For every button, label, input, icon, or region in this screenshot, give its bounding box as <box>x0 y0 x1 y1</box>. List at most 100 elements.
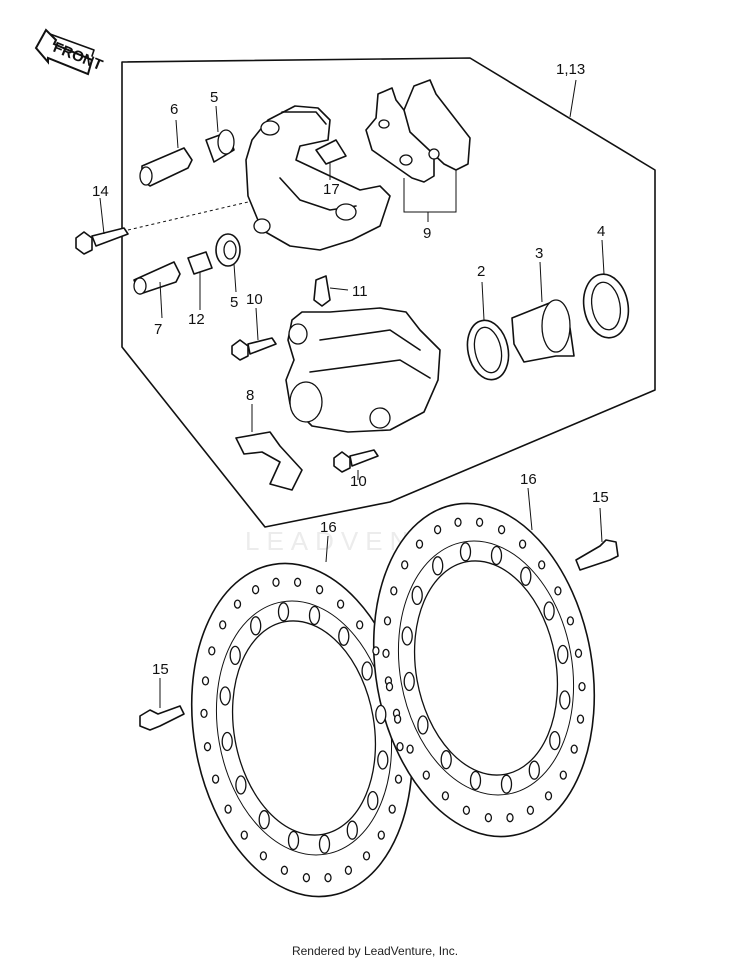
disc-vent-hole <box>211 774 220 784</box>
disc-vent-hole <box>417 715 429 735</box>
piston <box>511 261 575 363</box>
callout-16-left: 16 <box>320 519 337 536</box>
callout-17: 17 <box>323 181 340 198</box>
disc-vent-hole <box>497 525 506 535</box>
disc-vent-hole <box>277 602 290 622</box>
disc-vent-hole <box>422 770 430 780</box>
dust-seal <box>582 239 630 339</box>
callout-10-upper: 10 <box>246 291 263 308</box>
disc-bolt-15-right <box>575 507 619 571</box>
disc-vent-hole <box>346 820 358 840</box>
bolt-10-lower <box>333 449 379 480</box>
disc-vent-hole <box>559 770 567 780</box>
disc-vent-hole <box>544 791 553 801</box>
leader-1-13 <box>569 79 577 118</box>
disc-vent-hole <box>377 830 385 840</box>
disc-vent-hole <box>462 805 471 815</box>
disc-left-inner-holes <box>219 602 389 854</box>
brake-pads <box>365 79 471 222</box>
callout-10-lower: 10 <box>350 473 367 490</box>
disc-vent-hole <box>388 804 396 814</box>
disc-vent-hole <box>469 770 482 791</box>
callout-12: 12 <box>188 311 205 328</box>
callout-5-lower: 5 <box>230 294 238 311</box>
disc-vent-hole <box>520 566 532 586</box>
sleeve-12 <box>187 251 213 310</box>
disc-vent-hole <box>549 730 561 751</box>
disc-vent-hole <box>318 834 331 854</box>
callout-4: 4 <box>597 223 605 240</box>
footer-credit: Rendered by LeadVenture, Inc. <box>291 944 459 958</box>
disc-vent-hole <box>557 644 569 665</box>
boot-lower <box>215 233 241 293</box>
disc-vent-hole <box>224 804 232 814</box>
disc-vent-hole <box>396 741 404 752</box>
disc-vent-hole <box>528 760 540 780</box>
bolt-14 <box>75 197 249 255</box>
disc-vent-hole <box>554 586 562 596</box>
disc-vent-hole <box>272 577 280 587</box>
callout-9: 9 <box>423 225 431 242</box>
callout-3: 3 <box>535 245 543 262</box>
disc-vent-hole <box>454 517 462 527</box>
disc-vent-hole <box>538 560 546 570</box>
slide-pin-upper <box>139 119 193 187</box>
disc-vent-hole <box>518 539 527 549</box>
disc-vent-hole <box>440 750 452 770</box>
callout-5-upper: 5 <box>210 89 218 106</box>
disc-vent-hole <box>235 775 247 795</box>
disc-vent-hole <box>362 851 371 861</box>
pad-spring-8 <box>235 404 303 491</box>
disc-right-inner-holes <box>401 542 571 794</box>
disc-vent-hole <box>287 830 300 851</box>
disc-vent-hole <box>361 661 373 681</box>
disc-vent-hole <box>251 585 260 595</box>
disc-vent-hole <box>382 648 390 659</box>
disc-vent-hole <box>315 585 324 595</box>
disc-vent-hole <box>219 686 231 706</box>
callout-1-13: 1,13 <box>556 61 585 78</box>
disc-vent-hole <box>375 704 387 725</box>
disc-vent-hole <box>367 790 379 811</box>
disc-vent-hole <box>208 646 216 656</box>
disc-left-outer-holes <box>200 577 404 883</box>
pad-spring-17 <box>315 139 347 180</box>
disc-vent-hole <box>484 813 493 823</box>
disc-vent-hole <box>566 616 575 626</box>
piston-seal <box>466 281 510 381</box>
disc-vent-hole <box>403 671 415 692</box>
disc-vent-hole <box>383 616 392 626</box>
disc-vent-hole <box>308 605 321 626</box>
disc-vent-hole <box>432 556 444 576</box>
disc-vent-hole <box>500 774 513 794</box>
disc-vent-hole <box>240 830 248 840</box>
front-arrow-icon: FRONT <box>34 28 105 76</box>
disc-vent-hole <box>570 744 578 754</box>
disc-vent-hole <box>336 599 345 609</box>
disc-vent-hole <box>475 517 484 527</box>
disc-vent-hole <box>543 601 555 621</box>
brake-disc-right <box>372 487 596 838</box>
bleed-valve <box>313 275 349 307</box>
caliper-body <box>285 307 441 433</box>
bolt-10-upper <box>231 307 277 361</box>
disc-vent-hole <box>401 626 413 646</box>
disc-vent-hole <box>490 545 503 566</box>
disc-vent-hole <box>219 620 227 630</box>
disc-vent-hole <box>377 750 389 770</box>
brake-parts-diagram: LEADVENTURE FRONT <box>34 28 656 898</box>
disc-vent-hole <box>250 616 262 636</box>
disc-vent-hole <box>574 648 583 658</box>
brake-disc-left <box>190 535 414 898</box>
disc-vent-hole <box>338 626 350 646</box>
disc-vent-hole <box>578 681 586 692</box>
disc-vent-hole <box>356 620 364 630</box>
disc-vent-hole <box>406 744 414 754</box>
disc-vent-hole <box>401 560 409 570</box>
disc-vent-hole <box>385 682 394 692</box>
callout-16-right: 16 <box>520 471 537 488</box>
callout-11: 11 <box>352 283 368 300</box>
disc-vent-hole <box>201 676 210 686</box>
disc-vent-hole <box>390 586 398 596</box>
caliper-assembly-outline <box>121 57 656 528</box>
